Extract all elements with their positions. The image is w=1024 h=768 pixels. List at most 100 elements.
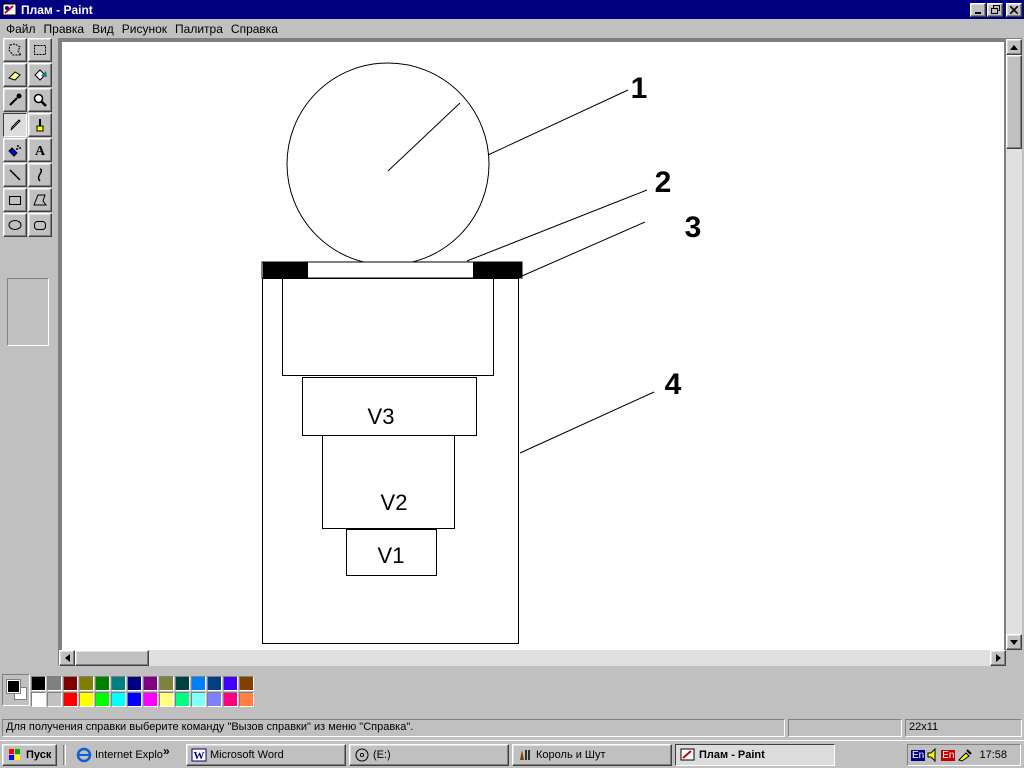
tool-ellipse[interactable] xyxy=(3,213,27,237)
tool-magnifier[interactable] xyxy=(28,88,52,112)
taskbar-button-paint[interactable]: Плам - Paint xyxy=(675,744,835,766)
tool-line[interactable] xyxy=(3,163,27,187)
menu-help[interactable]: Справка xyxy=(230,21,278,36)
svg-text:W: W xyxy=(194,750,205,762)
status-size: 22x11 xyxy=(905,719,1022,737)
scroll-up-button[interactable] xyxy=(1006,39,1022,55)
drawing: V3 V2 V1 1 2 3 4 xyxy=(261,62,701,644)
tool-text[interactable]: A xyxy=(28,138,52,162)
clock[interactable]: 17:58 xyxy=(979,749,1007,761)
palette-swatch[interactable] xyxy=(223,692,238,707)
palette-swatch[interactable] xyxy=(175,676,190,691)
svg-text:A: A xyxy=(35,144,46,158)
title-bar[interactable]: Плам - Paint xyxy=(0,0,1024,19)
menu-edit[interactable]: Правка xyxy=(43,21,85,36)
palette-swatch[interactable] xyxy=(31,692,46,707)
leader-line-4 xyxy=(519,391,655,454)
taskbar: Пуск Internet Explo » W Microsoft Word (… xyxy=(0,740,1024,768)
quicklaunch-more-icon[interactable]: » xyxy=(163,744,170,758)
stage-v1-label: V1 xyxy=(378,543,405,568)
palette-swatch[interactable] xyxy=(207,692,222,707)
language-indicator-2[interactable]: En xyxy=(941,749,956,761)
taskbar-button-player[interactable]: Король и Шут xyxy=(512,744,672,766)
quicklaunch-internet-explorer[interactable]: Internet Explo xyxy=(72,744,170,766)
palette-swatch[interactable] xyxy=(143,692,158,707)
palette-swatch[interactable] xyxy=(159,676,174,691)
tool-curve[interactable] xyxy=(28,163,52,187)
palette-swatch[interactable] xyxy=(207,676,222,691)
tool-free-form-select[interactable] xyxy=(3,38,27,62)
vertical-scroll-thumb[interactable] xyxy=(1006,55,1022,149)
close-button[interactable] xyxy=(1006,2,1022,17)
palette-swatch[interactable] xyxy=(79,692,94,707)
tool-pick-color[interactable] xyxy=(3,88,27,112)
palette-swatch[interactable] xyxy=(143,676,158,691)
language-indicator-1[interactable]: En xyxy=(911,749,926,761)
palette-swatch[interactable] xyxy=(111,676,126,691)
minimize-button[interactable] xyxy=(970,2,986,17)
scroll-right-button[interactable] xyxy=(990,650,1006,666)
taskbar-button-drive-e[interactable]: (E:) xyxy=(349,744,509,766)
menu-view[interactable]: Вид xyxy=(92,21,114,36)
palette-swatch[interactable] xyxy=(79,676,94,691)
palette-swatch[interactable] xyxy=(95,692,110,707)
drawing-canvas[interactable]: V3 V2 V1 1 2 3 4 xyxy=(62,42,1004,651)
horizontal-scrollbar[interactable] xyxy=(59,650,1006,666)
tool-eraser[interactable] xyxy=(3,63,27,87)
start-label: Пуск xyxy=(26,749,52,761)
palette-swatch[interactable] xyxy=(191,692,206,707)
palette-swatch[interactable] xyxy=(159,692,174,707)
tool-airbrush[interactable] xyxy=(3,138,27,162)
taskbar-paint-label: Плам - Paint xyxy=(699,749,765,761)
palette-swatch[interactable] xyxy=(191,676,206,691)
tool-rect-select[interactable] xyxy=(28,38,52,62)
palette-swatch[interactable] xyxy=(63,676,78,691)
rounded-rectangle-icon xyxy=(34,221,46,230)
arrow-up-icon xyxy=(1010,44,1018,50)
taskbar-ie-label: Internet Explo xyxy=(95,749,163,761)
palette-swatch[interactable] xyxy=(111,692,126,707)
palette-swatch[interactable] xyxy=(47,692,62,707)
tool-options-box[interactable] xyxy=(7,278,49,346)
rect-select-icon xyxy=(34,45,46,55)
tool-rounded-rectangle[interactable] xyxy=(28,213,52,237)
speaker-icon[interactable] xyxy=(927,748,939,762)
cd-drive-icon xyxy=(355,748,369,762)
tool-brush[interactable] xyxy=(28,113,52,137)
palette-swatch[interactable] xyxy=(239,676,254,691)
menu-palette[interactable]: Палитра xyxy=(175,21,223,36)
foreground-color-swatch[interactable] xyxy=(6,679,21,694)
system-tray: En En 17:58 xyxy=(907,744,1021,766)
palette-swatch[interactable] xyxy=(175,692,190,707)
palette-swatch[interactable] xyxy=(127,676,142,691)
scroll-down-button[interactable] xyxy=(1006,634,1022,650)
palette-swatch[interactable] xyxy=(47,676,62,691)
restore-button[interactable] xyxy=(987,2,1003,17)
left-black-block xyxy=(263,262,308,278)
palette-swatch[interactable] xyxy=(239,692,254,707)
stage-v2-box xyxy=(322,435,455,529)
arrow-left-icon xyxy=(64,654,70,662)
tool-pencil[interactable] xyxy=(3,113,27,137)
vertical-scrollbar[interactable] xyxy=(1006,39,1022,650)
palette-swatch[interactable] xyxy=(127,692,142,707)
taskbar-button-word[interactable]: W Microsoft Word xyxy=(186,744,346,766)
callout-4: 4 xyxy=(665,368,682,401)
start-button[interactable]: Пуск xyxy=(2,744,57,766)
menu-image[interactable]: Рисунок xyxy=(121,21,168,36)
palette-swatch[interactable] xyxy=(31,676,46,691)
sphere-outline xyxy=(286,62,490,266)
tool-fill[interactable] xyxy=(28,63,52,87)
current-colors[interactable] xyxy=(2,674,30,706)
tool-polygon[interactable] xyxy=(28,188,52,212)
leader-line-2 xyxy=(466,189,648,262)
power-plug-icon[interactable] xyxy=(957,748,973,762)
palette-swatch[interactable] xyxy=(223,676,238,691)
menu-file[interactable]: Файл xyxy=(6,21,36,36)
internet-explorer-icon xyxy=(76,747,92,763)
scroll-left-button[interactable] xyxy=(59,650,75,666)
palette-swatch[interactable] xyxy=(95,676,110,691)
horizontal-scroll-thumb[interactable] xyxy=(75,650,149,666)
palette-swatch[interactable] xyxy=(63,692,78,707)
tool-rectangle[interactable] xyxy=(3,188,27,212)
